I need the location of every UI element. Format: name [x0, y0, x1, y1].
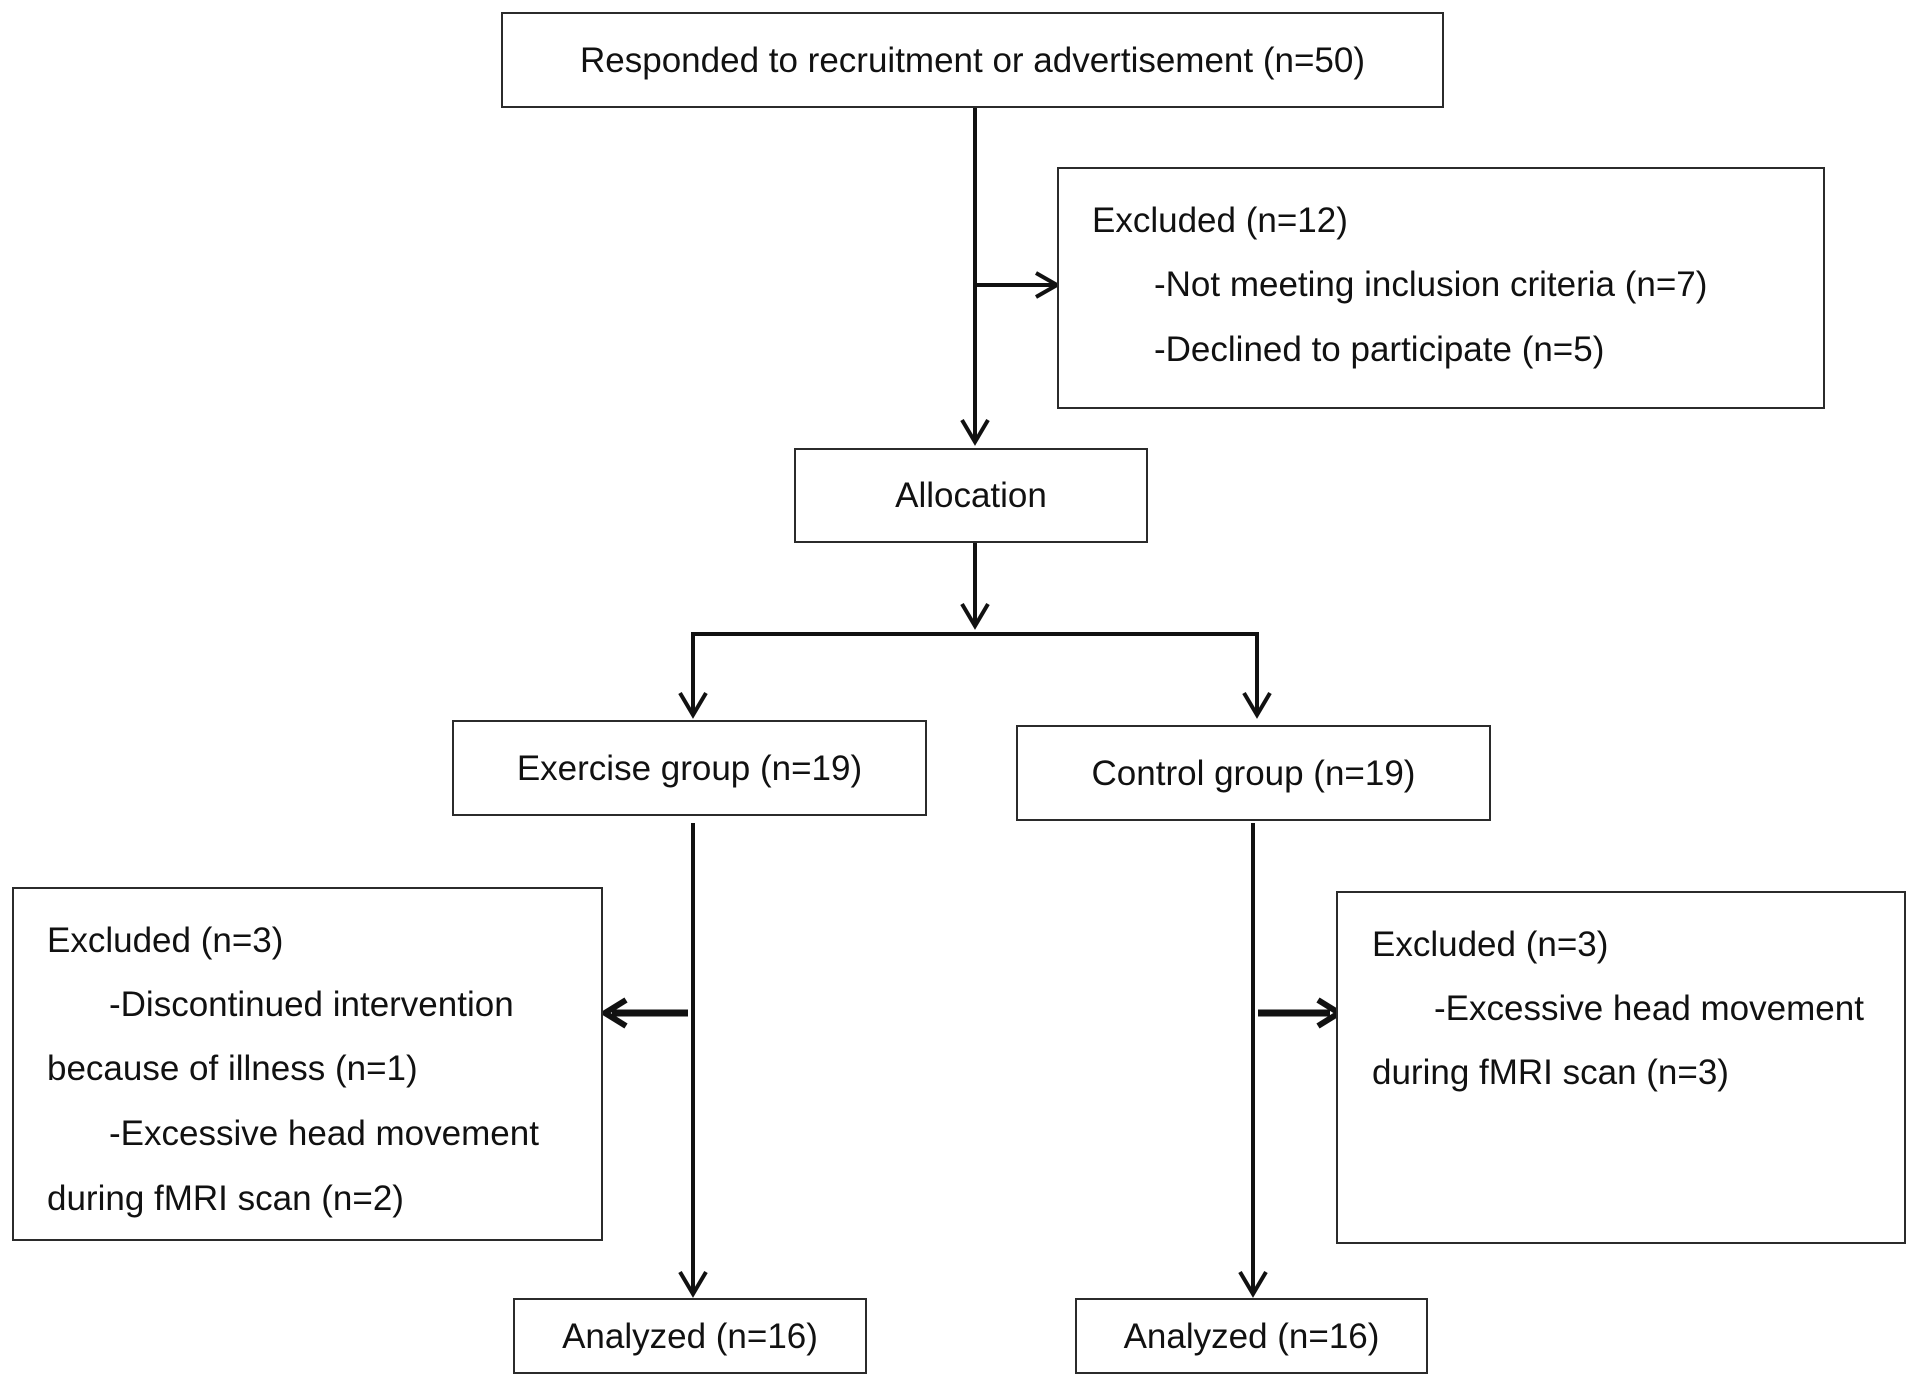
box-allocation: Allocation: [794, 448, 1148, 543]
box-exercise-group: Exercise group (n=19): [452, 720, 927, 816]
arrowhead-excluded-left: [599, 997, 628, 1029]
arrowhead-analyzed-left: [678, 1270, 708, 1298]
excluded-right-title: Excluded (n=3): [1372, 925, 1609, 964]
box-excluded-top: Excluded (n=12) -Not meeting inclusion c…: [1057, 167, 1825, 409]
excluded-top-item-1: -Not meeting inclusion criteria (n=7): [1154, 265, 1708, 304]
excluded-top-title: Excluded (n=12): [1092, 201, 1348, 240]
box-analyzed-left: Analyzed (n=16): [513, 1298, 867, 1374]
box-start: Responded to recruitment or advertisemen…: [501, 12, 1444, 108]
box-excluded-right: Excluded (n=3) -Excessive head movement …: [1336, 891, 1906, 1244]
box-control-group: Control group (n=19): [1016, 725, 1491, 821]
analyzed-right-label: Analyzed (n=16): [1123, 1316, 1380, 1356]
arrowhead-control: [1242, 691, 1272, 719]
excluded-left-title: Excluded (n=3): [47, 921, 284, 960]
excluded-right-line-2: during fMRI scan (n=3): [1372, 1053, 1729, 1092]
arrowhead-exercise: [678, 691, 708, 719]
analyzed-left-label: Analyzed (n=16): [562, 1316, 818, 1356]
excluded-left-line-1: -Discontinued intervention: [109, 985, 514, 1024]
box-excluded-left: Excluded (n=3) -Discontinued interventio…: [12, 887, 603, 1241]
arrowhead-allocation-down: [960, 602, 990, 630]
control-label: Control group (n=19): [1091, 753, 1416, 793]
excluded-left-line-3: -Excessive head movement: [109, 1114, 539, 1153]
arrowhead-analyzed-right: [1238, 1270, 1268, 1298]
start-label: Responded to recruitment or advertisemen…: [580, 40, 1365, 80]
allocation-label: Allocation: [895, 476, 1047, 515]
box-analyzed-right: Analyzed (n=16): [1075, 1298, 1428, 1374]
excluded-left-line-4: during fMRI scan (n=2): [47, 1179, 404, 1218]
excluded-left-line-2: because of illness (n=1): [47, 1049, 418, 1088]
arrowhead-allocation: [960, 418, 990, 446]
exercise-label: Exercise group (n=19): [516, 748, 863, 788]
excluded-right-line-1: -Excessive head movement: [1434, 989, 1864, 1028]
excluded-top-item-2: -Declined to participate (n=5): [1154, 330, 1605, 369]
